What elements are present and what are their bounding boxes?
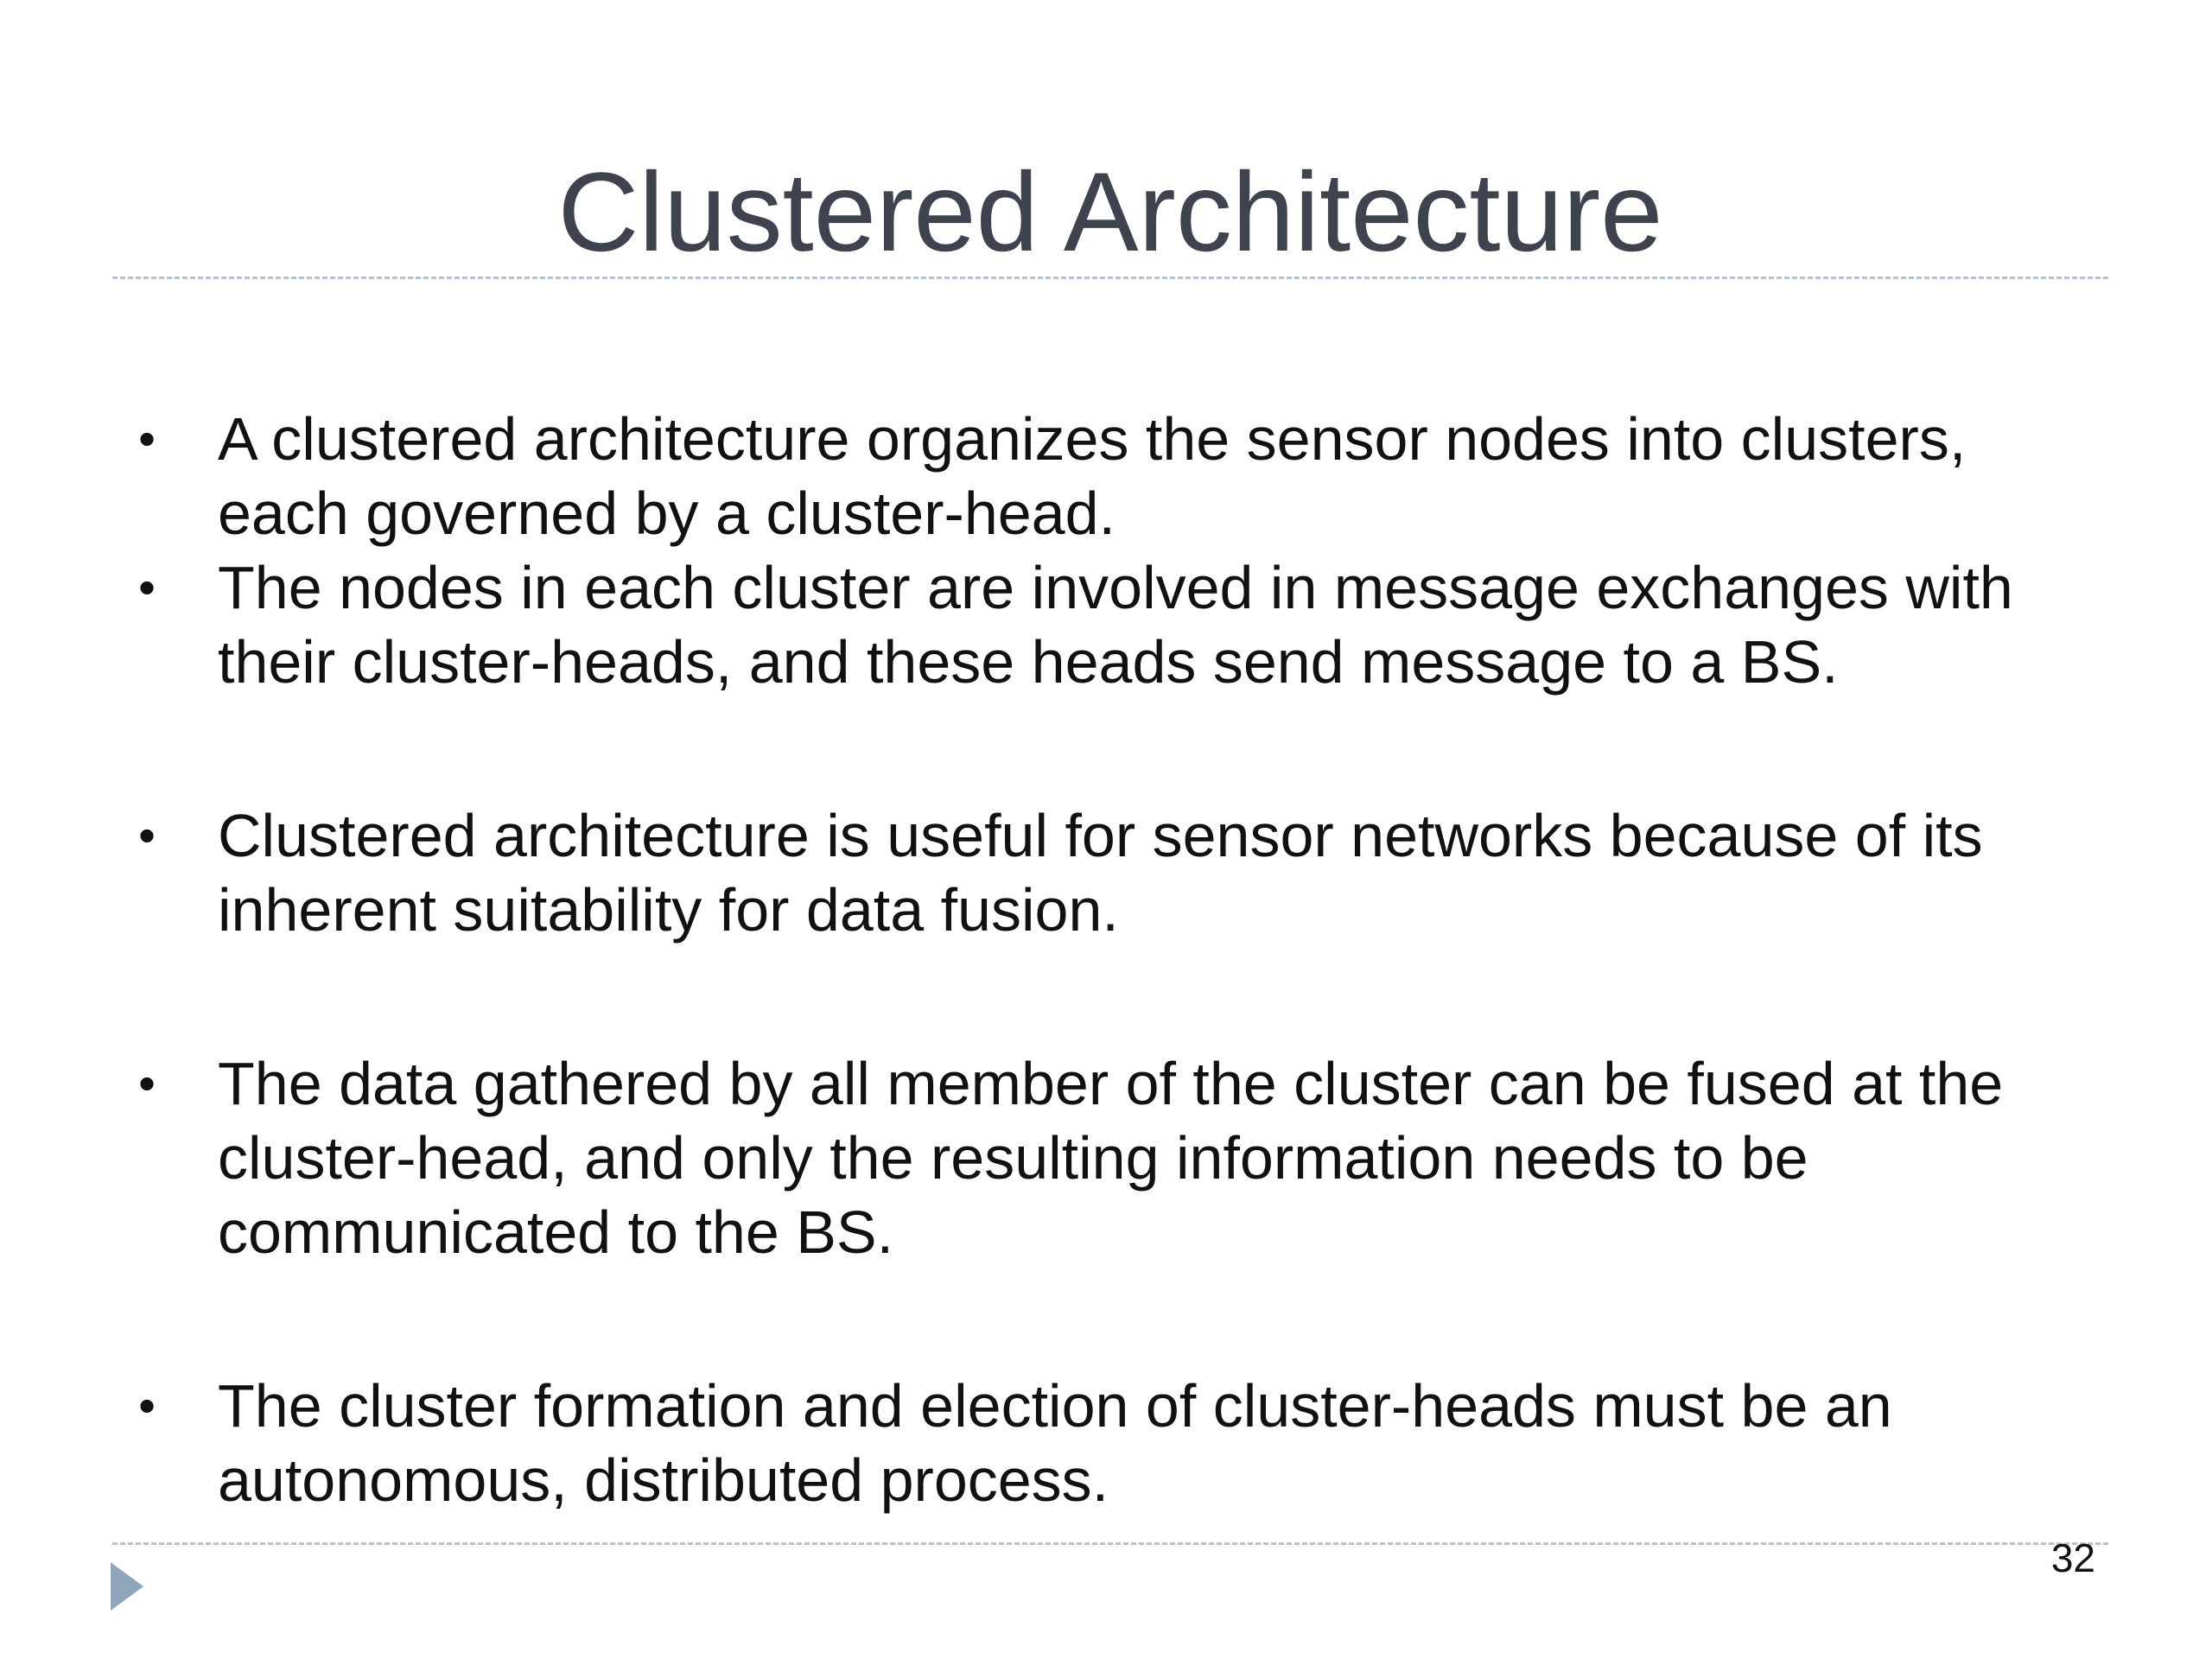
- bullet-marker: •: [138, 1378, 156, 1433]
- bullet-item: • The cluster formation and election of …: [130, 1369, 2108, 1517]
- page-number: 32: [2050, 1535, 2095, 1580]
- bullet-text: The cluster formation and election of cl…: [218, 1372, 1892, 1514]
- bullet-item: • The nodes in each cluster are involved…: [130, 550, 2108, 699]
- footer-divider: [112, 1542, 2108, 1545]
- bullet-text: The nodes in each cluster are involved i…: [218, 554, 2013, 696]
- bullet-marker: •: [138, 411, 156, 466]
- bullet-item: • Clustered architecture is useful for s…: [130, 798, 2108, 947]
- bullet-text: Clustered architecture is useful for sen…: [218, 802, 1983, 944]
- bullet-item: • The data gathered by all member of the…: [130, 1046, 2108, 1269]
- bullet-text: A clustered architecture organizes the s…: [218, 405, 1967, 547]
- slide-title: Clustered Architecture: [557, 149, 1663, 275]
- play-triangle-icon: [111, 1562, 143, 1611]
- bullet-marker: •: [138, 808, 156, 862]
- bullet-list: • A clustered architecture organizes the…: [130, 402, 2108, 1517]
- bullet-marker: •: [138, 560, 156, 614]
- title-divider: [112, 276, 2108, 279]
- bullet-text: The data gathered by all member of the c…: [218, 1050, 2004, 1266]
- bullet-item: • A clustered architecture organizes the…: [130, 402, 2108, 550]
- bullet-marker: •: [138, 1056, 156, 1110]
